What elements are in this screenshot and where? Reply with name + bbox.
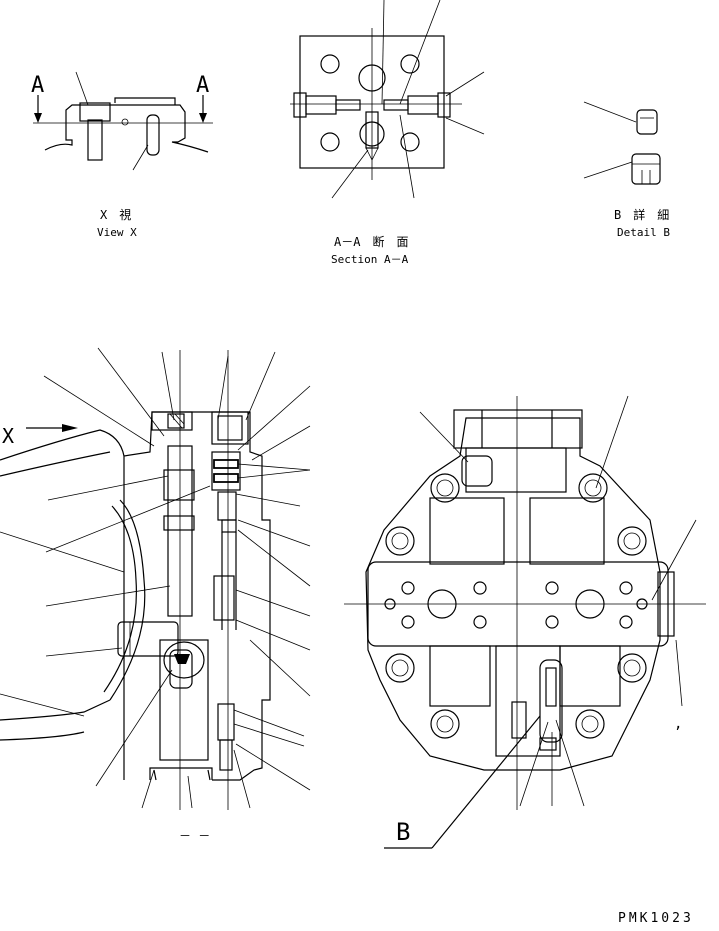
section-a-a: A－A 断 面 Section A－A xyxy=(290,0,485,266)
main-section-view: X xyxy=(0,347,311,843)
view-x-caption-jp: X 視 xyxy=(100,207,131,222)
comma-mark: , xyxy=(674,716,682,732)
section-marker-left: A xyxy=(31,73,44,98)
detail-b: B 詳 細 Detail B xyxy=(583,101,670,239)
detail-b-caption-en: Detail B xyxy=(617,226,670,239)
section-marker-right: A xyxy=(196,73,209,98)
view-x: A A X 視 View X xyxy=(31,71,213,239)
view-x-caption-en: View X xyxy=(97,226,137,239)
drawing-id: PMK1023 xyxy=(618,911,694,926)
detail-b-caption-jp: B 詳 細 xyxy=(614,207,669,222)
bottom-mark: － － xyxy=(179,829,210,843)
view-arrow-label: X xyxy=(2,424,14,448)
callout-b: B xyxy=(396,818,410,846)
section-a-a-caption-jp: A－A 断 面 xyxy=(334,234,408,249)
section-a-a-caption-en: Section A－A xyxy=(331,253,409,266)
front-view: B , xyxy=(344,395,706,849)
